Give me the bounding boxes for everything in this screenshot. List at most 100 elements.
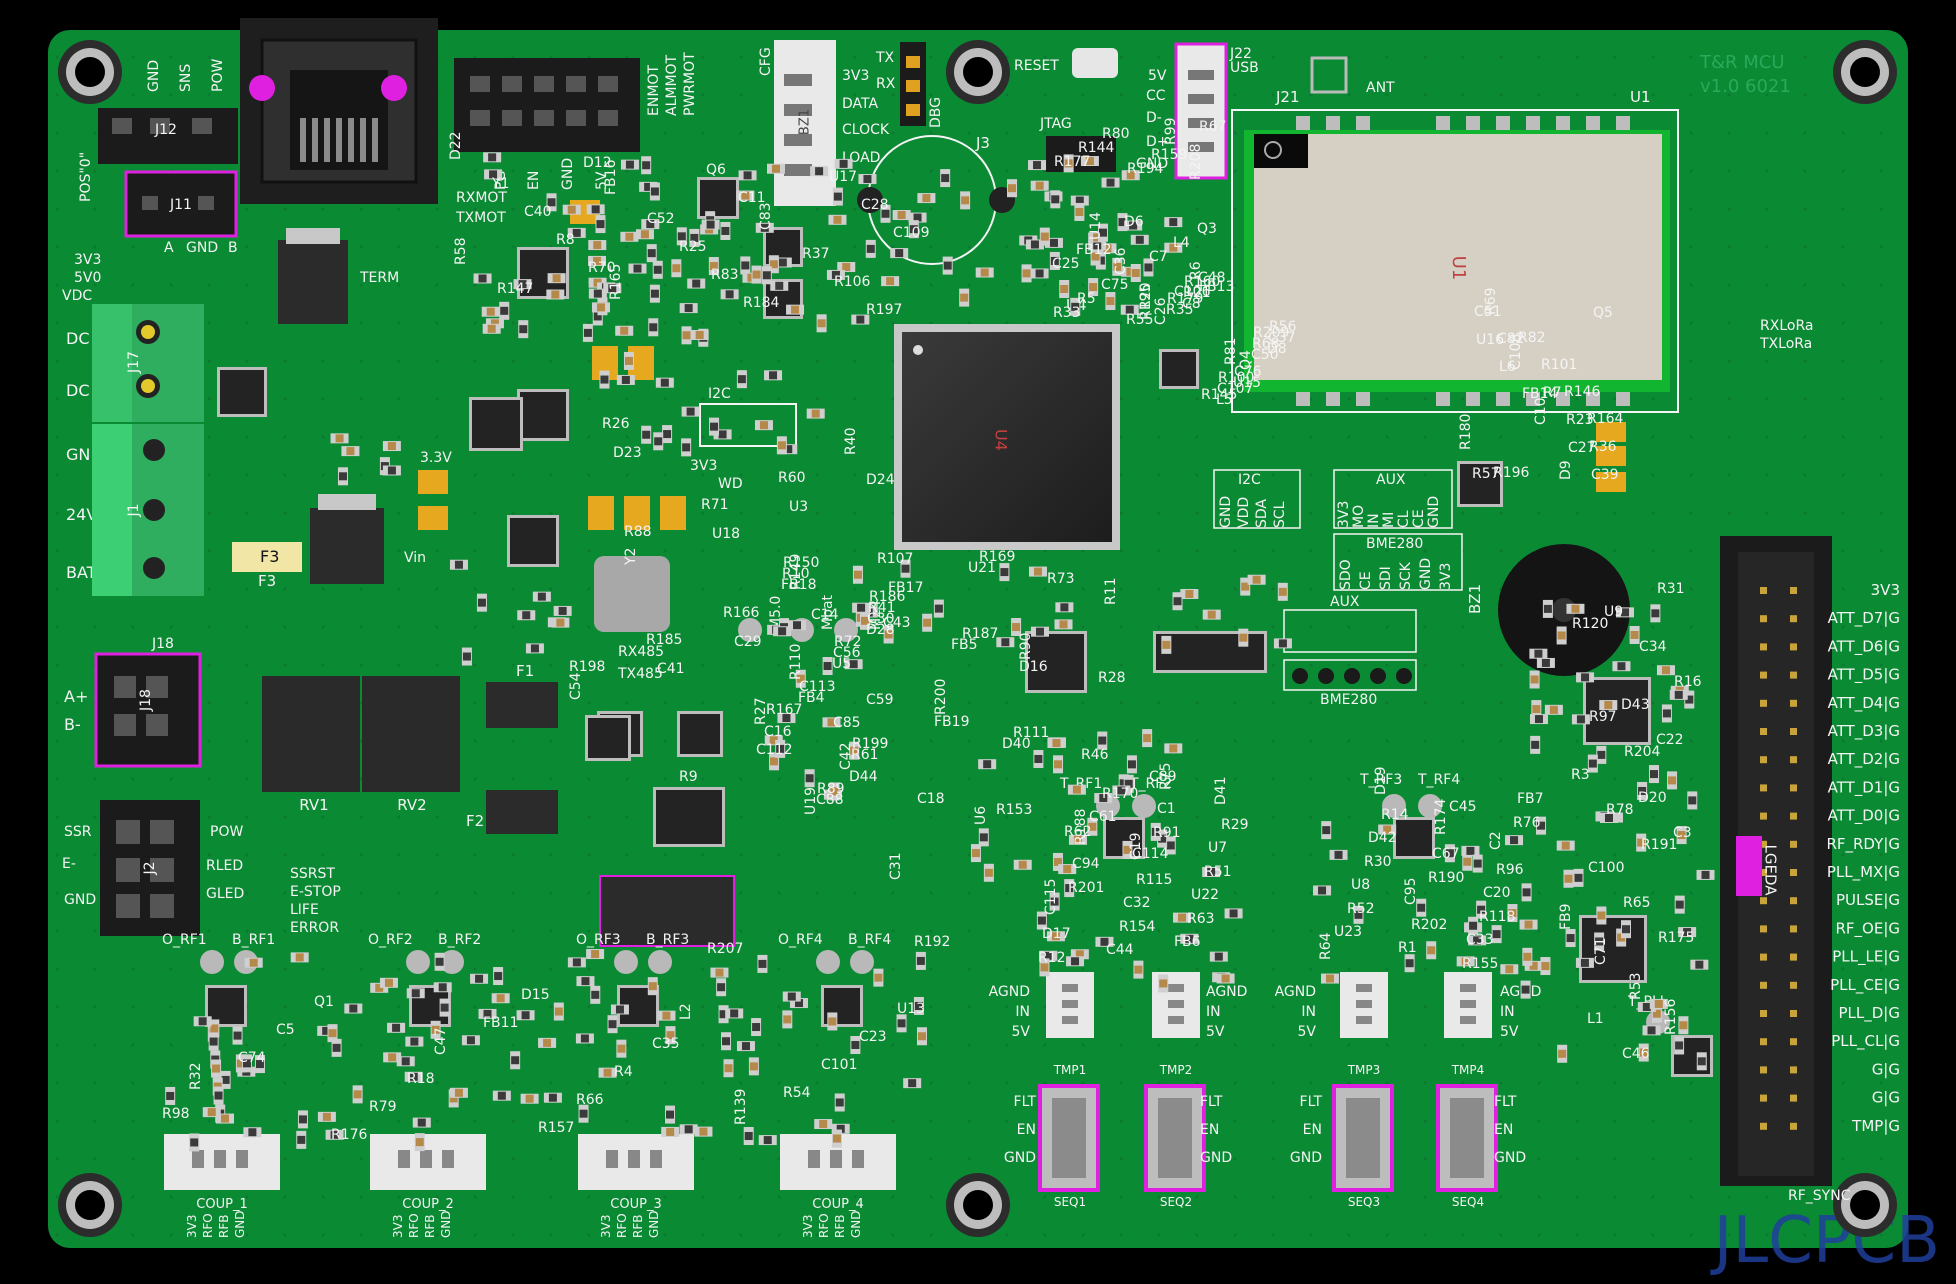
reference-designator: R179	[1167, 291, 1203, 307]
reference-designator: R107	[877, 551, 913, 567]
reference-designator: U23	[1334, 924, 1362, 940]
reference-designator: FB6	[1174, 934, 1201, 950]
seq-pin-label: GND	[1290, 1150, 1322, 1166]
reference-designator: R100	[1218, 370, 1254, 386]
seq-pin-label: FLT	[1300, 1094, 1323, 1110]
reference-designator: R31	[1657, 581, 1685, 597]
svg-text:TXLoRa: TXLoRa	[1759, 336, 1812, 352]
inductor-l5	[594, 556, 670, 632]
reference-designator: C19	[1128, 832, 1144, 860]
reference-designator: R64	[1318, 932, 1334, 960]
reference-designator: C48	[1198, 270, 1226, 286]
reference-designator: U5	[832, 656, 851, 672]
reference-designator: C100	[1588, 860, 1625, 876]
svg-text:RV2: RV2	[397, 796, 426, 814]
reference-designator: D28	[866, 622, 895, 638]
svg-text:SDO: SDO	[1338, 559, 1354, 590]
reference-designator: D41	[1213, 776, 1229, 805]
watermark-text: JLCPCB	[1710, 1204, 1940, 1278]
reference-designator: R174	[1433, 798, 1449, 835]
reference-designator: R202	[1411, 917, 1447, 933]
svg-text:J18: J18	[138, 689, 154, 712]
reference-designator: U19	[803, 787, 819, 815]
reference-designator: L6	[1499, 359, 1516, 375]
svg-text:CFG: CFG	[758, 47, 774, 76]
reference-designator: L4	[1173, 235, 1190, 251]
rf-top-label: B_RF3	[646, 932, 689, 948]
reference-designator: R20	[1138, 282, 1154, 310]
j4-pin-label: G|G	[1872, 1089, 1900, 1107]
svg-text:Mbat: Mbat	[820, 594, 836, 630]
reference-designator: R195	[1138, 284, 1154, 320]
svg-text:BZ1: BZ1	[798, 109, 813, 135]
reference-designator: C3	[1673, 825, 1692, 841]
svg-text:SCK: SCK	[1398, 561, 1414, 590]
reference-designator: FB5	[951, 637, 978, 653]
svg-text:RX: RX	[876, 76, 896, 92]
reference-designator: C51	[1474, 304, 1502, 320]
reference-designator: R118	[1479, 909, 1515, 925]
coupler-label: COUP_2	[402, 1197, 453, 1212]
rf-top-label: O_RF1	[162, 932, 207, 948]
reference-designator: R25	[679, 239, 707, 255]
i2c-header	[699, 403, 797, 447]
svg-text:CL: CL	[1396, 510, 1412, 528]
reference-designator: R170	[1102, 786, 1138, 802]
svg-text:RX485: RX485	[618, 644, 664, 660]
reference-designator: R62	[1064, 824, 1092, 840]
reference-designator: C26	[1153, 297, 1169, 325]
tmp-pin-label: 5V	[1206, 1024, 1225, 1040]
svg-text:D-: D-	[1146, 110, 1162, 126]
svg-text:TXMOT: TXMOT	[455, 210, 506, 226]
svg-text:VDC: VDC	[62, 288, 92, 304]
passive-components	[165, 152, 1715, 1152]
seq-label: SEQ1	[1054, 1195, 1086, 1209]
j4-pin-label: ATT_D3|G	[1828, 722, 1900, 741]
reference-designator: R80	[1102, 126, 1130, 142]
svg-text:J17: J17	[126, 351, 142, 374]
reference-designator: U7	[1208, 840, 1227, 856]
j4-pin-label: RF_OE|G	[1835, 919, 1900, 938]
svg-text:AUX: AUX	[1376, 472, 1406, 488]
reference-designator: R184	[743, 295, 780, 311]
svg-text:SSR: SSR	[64, 824, 92, 840]
reference-designator: D23	[613, 445, 642, 461]
reference-designator: FB14	[1522, 386, 1558, 402]
svg-text:BME280: BME280	[1320, 692, 1377, 708]
tmp-pin-label: IN	[1500, 1004, 1515, 1020]
reference-designator: R186	[869, 589, 906, 605]
svg-text:A+: A+	[64, 687, 88, 706]
reference-designator: C112	[756, 742, 793, 758]
svg-text:USB: USB	[1230, 60, 1259, 76]
seq-pin-label: GND	[1494, 1150, 1526, 1166]
svg-text:ALMMOT: ALMMOT	[664, 54, 680, 116]
reference-designator: Q5	[1593, 305, 1613, 321]
reference-designator: R46	[1081, 747, 1109, 763]
svg-text:T_RF2: T_RF2	[1129, 776, 1172, 792]
reference-designator: D42	[1368, 830, 1397, 846]
tmp-label: TMP1	[1053, 1063, 1087, 1077]
reference-designator: C2	[1488, 831, 1504, 850]
svg-text:GND: GND	[1136, 156, 1168, 172]
mounting-holes	[58, 40, 1897, 1237]
reference-designator: R52	[1347, 901, 1375, 917]
reference-designator: D19	[1373, 766, 1389, 795]
mcu-u4: U4	[894, 324, 1120, 550]
reference-designator: R164	[1587, 411, 1624, 427]
reference-designator: R180	[1458, 414, 1474, 450]
svg-text:J2: J2	[142, 861, 158, 875]
j4-pin-label: PLL_LE|G	[1832, 948, 1900, 967]
svg-text:SDA: SDA	[1254, 499, 1270, 528]
reference-designator: R60	[778, 470, 806, 486]
reference-designator: C22	[1656, 732, 1684, 748]
reference-designator: R33	[1053, 305, 1081, 321]
tmp-label: TMP3	[1347, 1063, 1381, 1077]
svg-text:MO: MO	[1351, 505, 1367, 528]
reference-designator: D44	[849, 769, 878, 785]
svg-text:CC: CC	[1146, 88, 1166, 104]
svg-text:3V3: 3V3	[1438, 563, 1454, 590]
svg-text:GND: GND	[1418, 558, 1434, 590]
reference-designator: R3	[1571, 767, 1590, 783]
tmp-pin-label: 5V	[1298, 1024, 1317, 1040]
reference-designator: C45	[1449, 799, 1477, 815]
